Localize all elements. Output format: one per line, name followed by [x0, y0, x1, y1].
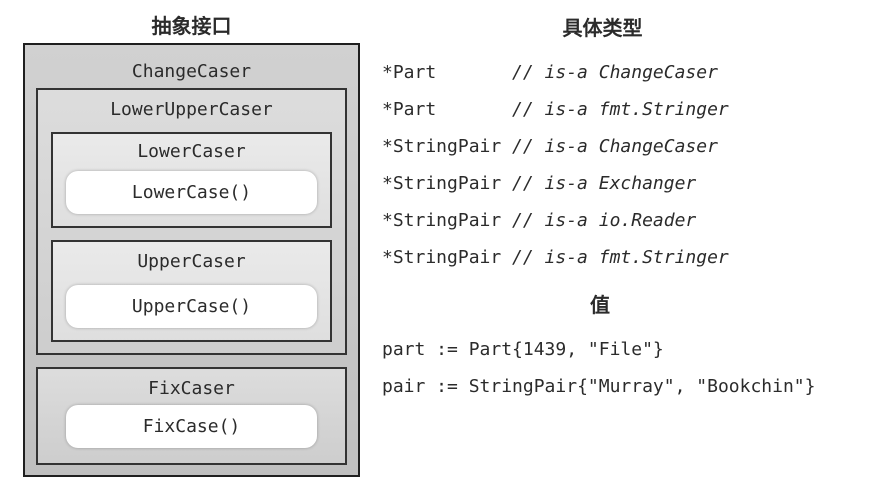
loweruppercaser-label: LowerUpperCaser: [110, 99, 273, 120]
concrete-types-title: 具体类型: [562, 18, 643, 40]
type-line: *StringPair // is-a Exchanger: [382, 165, 729, 202]
value-line: pair := StringPair{"Murray", "Bookchin"}: [382, 376, 816, 397]
loweruppercaser-box: LowerUpperCaser LowerCaser LowerCase() U…: [36, 88, 347, 355]
type-name: *Part: [382, 99, 437, 120]
changecaser-box: ChangeCaser LowerUpperCaser LowerCaser L…: [23, 43, 360, 477]
type-line: *StringPair // is-a ChangeCaser: [382, 128, 729, 165]
abstract-interfaces-title: 抽象接口: [151, 16, 232, 38]
type-name: *StringPair: [382, 136, 502, 157]
type-line: *Part // is-a fmt.Stringer: [382, 91, 729, 128]
uppercase-method-pill: UpperCase(): [66, 285, 317, 328]
type-assertion-list: *Part // is-a ChangeCaser *Part // is-a fm…: [382, 54, 729, 276]
changecaser-label: ChangeCaser: [131, 61, 252, 82]
type-line: *StringPair // is-a io.Reader: [382, 202, 729, 239]
type-line: *Part // is-a ChangeCaser: [382, 54, 729, 91]
values-title: 值: [590, 295, 610, 317]
type-name: *StringPair: [382, 247, 502, 268]
type-comment: // is-a fmt.Stringer: [512, 247, 729, 268]
type-name: *Part: [382, 62, 437, 83]
type-name: *StringPair: [382, 210, 502, 231]
type-comment: // is-a ChangeCaser: [512, 136, 718, 157]
fixcase-method-pill: FixCase(): [66, 405, 317, 448]
uppercaser-box: UpperCaser UpperCase(): [51, 240, 332, 342]
fixcaser-box: FixCaser FixCase(): [36, 367, 347, 465]
type-comment: // is-a io.Reader: [512, 210, 697, 231]
type-comment: // is-a ChangeCaser: [512, 62, 718, 83]
lowercaser-label: LowerCaser: [137, 141, 246, 162]
lowercaser-box: LowerCaser LowerCase(): [51, 132, 332, 228]
type-line: *StringPair // is-a fmt.Stringer: [382, 239, 729, 276]
type-name: *StringPair: [382, 173, 502, 194]
fixcaser-label: FixCaser: [148, 378, 235, 399]
uppercaser-label: UpperCaser: [137, 251, 246, 272]
type-comment: // is-a Exchanger: [512, 173, 697, 194]
lowercase-method-pill: LowerCase(): [66, 171, 317, 214]
value-line: part := Part{1439, "File"}: [382, 339, 664, 360]
type-comment: // is-a fmt.Stringer: [512, 99, 729, 120]
value-list: part := Part{1439, "File"} pair := Strin…: [382, 331, 815, 405]
